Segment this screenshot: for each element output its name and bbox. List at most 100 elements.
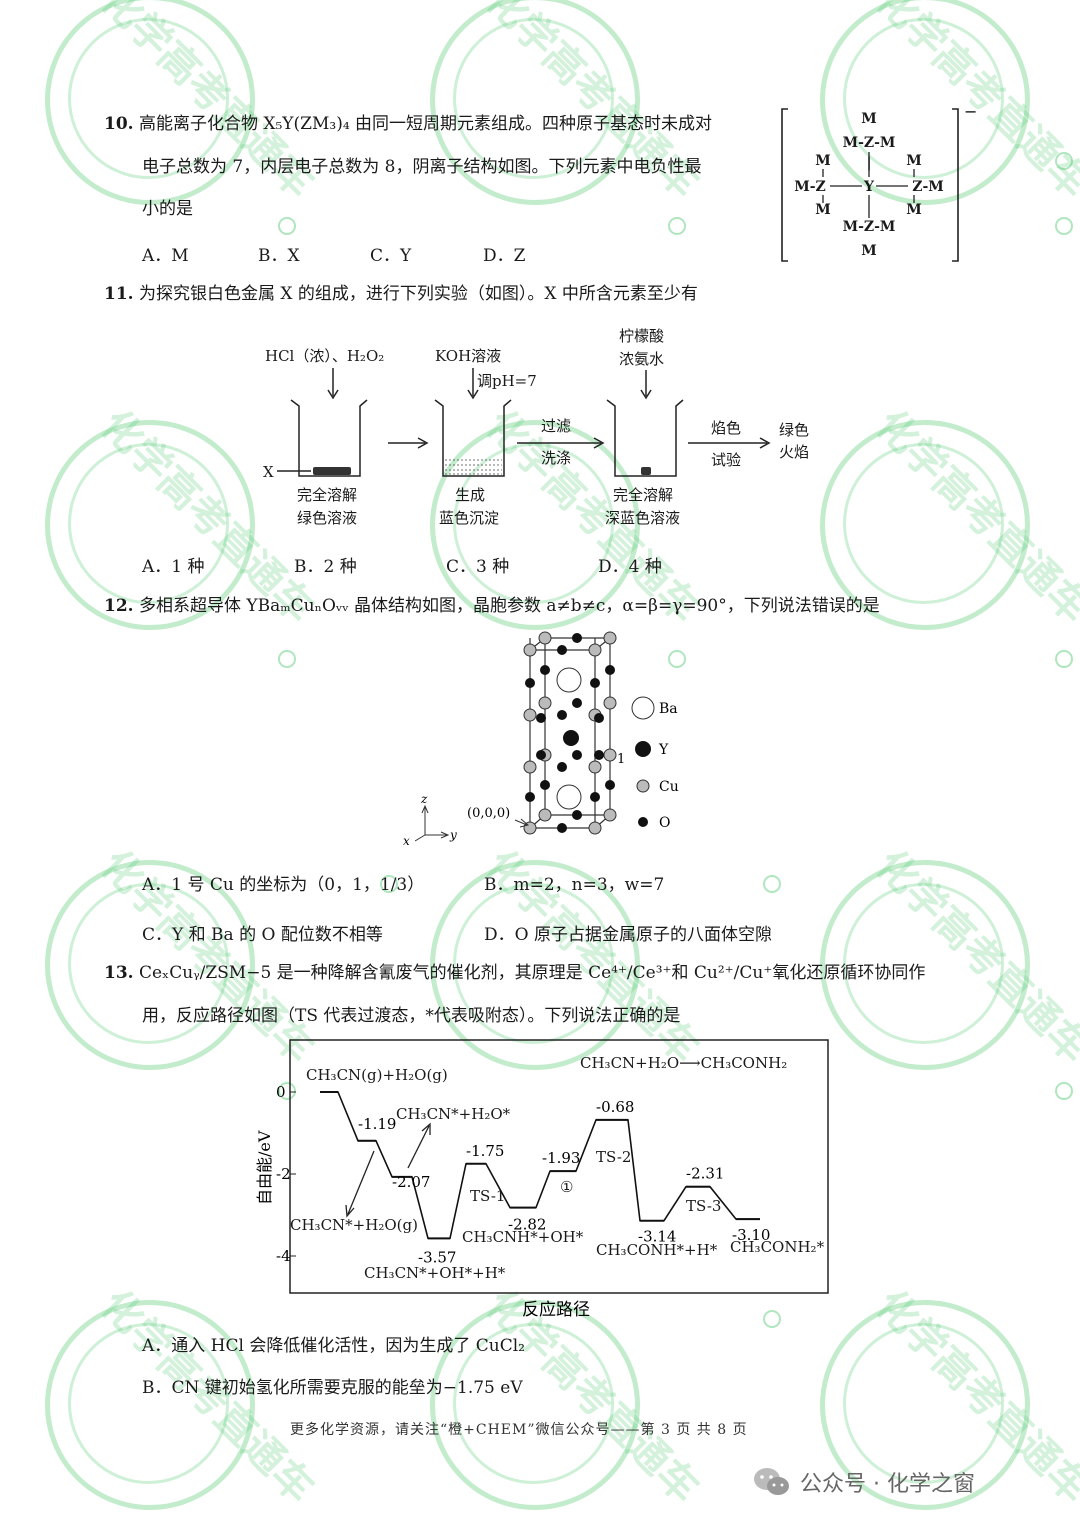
- question-number: 10.: [104, 114, 134, 134]
- legend-label: Cu: [659, 779, 679, 795]
- svg-text:Y: Y: [863, 179, 875, 195]
- question-number: 12.: [104, 596, 134, 616]
- step-label: 过滤: [541, 417, 571, 435]
- metal-x-label: X: [263, 463, 274, 481]
- energy-value-label: -2.82: [508, 1216, 546, 1234]
- species-label: CH₃CN*+H₂O(g): [290, 1216, 418, 1234]
- beaker-caption: 蓝色沉淀: [439, 509, 499, 527]
- species-label: CH₃CONH*+H*: [596, 1241, 718, 1259]
- option-a[interactable]: A．1 号 Cu 的坐标为（0，1，1/3）: [142, 875, 425, 895]
- energy-value-label: -3.57: [418, 1248, 456, 1266]
- legend: Ba Y Cu O: [631, 696, 679, 831]
- species-label: CH₃CN*+OH*+H*: [364, 1264, 506, 1282]
- option-d[interactable]: D．Z: [483, 246, 526, 266]
- wechat-account-label: 公众号 · 化学之窗: [800, 1472, 975, 1497]
- question-text: 多相系超导体 YBaₘCuₙOᵥᵥ 晶体结构如图，晶胞参数 a≠b≠c，α=β=…: [138, 596, 880, 616]
- result-label: 绿色: [779, 421, 809, 439]
- beaker-caption: 绿色溶液: [297, 509, 357, 527]
- y-tick-label: -4: [276, 1247, 291, 1265]
- ts-label: TS-3: [686, 1197, 721, 1215]
- anion-structure-diagram: − M M-Z-M | M M M-Z Y Z-M M M M-Z-M M: [781, 105, 977, 262]
- step-label: 洗涤: [541, 449, 571, 467]
- option-a[interactable]: A．通入 HCl 会降低催化活性，因为生成了 CuCl₂: [142, 1336, 525, 1356]
- option-b[interactable]: B．m=2，n=3，w=7: [484, 875, 665, 895]
- species-label: CH₃CN(g)+H₂O(g): [306, 1066, 448, 1084]
- option-d[interactable]: D．4 种: [598, 557, 662, 577]
- ba-atom: [556, 784, 582, 810]
- reagent-label: KOH溶液: [435, 347, 501, 365]
- question-number: 11.: [104, 284, 134, 304]
- option-a[interactable]: A．1 种: [142, 557, 205, 577]
- reagent-label: 柠檬酸: [619, 327, 664, 345]
- svg-text:M-Z-M: M-Z-M: [843, 219, 896, 235]
- energy-value-label: -3.10: [732, 1226, 770, 1244]
- svg-text:M: M: [906, 202, 922, 218]
- question-text-line: CeₓCuᵧ/ZSM−5 是一种降解含氰废气的催化剂，其原理是 Ce⁴⁺/Ce³…: [138, 963, 926, 983]
- wechat-badge: 公众号 · 化学之窗: [752, 1465, 975, 1499]
- step-label: 试验: [711, 451, 741, 469]
- option-b[interactable]: B．CN 键初始氢化所需要克服的能垒为−1.75 eV: [142, 1378, 523, 1398]
- y-tick-label: -2: [276, 1165, 291, 1183]
- question-text-line: 小的是: [142, 199, 193, 219]
- step-label: 焰色: [711, 419, 741, 437]
- x-axis-label: 反应路径: [522, 1300, 590, 1320]
- page-footer: 更多化学资源，请关注“橙+CHEM”微信公众号——第 3 页 共 8 页: [290, 1422, 748, 1438]
- svg-text:M: M: [861, 243, 877, 259]
- question-text-line: 电子总数为 7，内层电子总数为 8，阴离子结构如图。下列元素中电负性最: [142, 157, 702, 177]
- option-b[interactable]: B．X: [258, 246, 300, 266]
- y-atom: [563, 730, 579, 746]
- legend-label: Y: [658, 742, 669, 758]
- legend-label: O: [659, 815, 670, 831]
- crystal-structure-diagram: 1 (0,0,0) z x y Ba Y Cu O: [403, 631, 679, 848]
- energy-value-label: -1.93: [542, 1149, 580, 1167]
- reagent-label: HCl（浓）、H₂O₂: [265, 347, 384, 365]
- metal-sample: [313, 467, 351, 475]
- reagent-label: 调pH=7: [477, 372, 537, 390]
- step-marker: ①: [560, 1178, 573, 1196]
- svg-text:Z-M: Z-M: [912, 179, 944, 195]
- energy-value-label: -2.31: [686, 1165, 724, 1183]
- energy-value-label: -1.75: [466, 1142, 504, 1160]
- cu-index-label: 1: [617, 752, 625, 767]
- beaker-caption: 深蓝色溶液: [605, 509, 680, 527]
- y-tick-label: 0: [276, 1083, 286, 1101]
- precipitate-sample: [641, 467, 651, 475]
- wechat-icon: [754, 1468, 789, 1495]
- option-c[interactable]: C．3 种: [446, 557, 510, 577]
- option-c[interactable]: C．Y: [370, 246, 412, 266]
- energy-value-label: -0.68: [596, 1098, 634, 1116]
- question-text-line: 高能离子化合物 X₅Y(ZM₃)₄ 由同一短周期元素组成。四种原子基态时未成对: [138, 114, 713, 134]
- reaction-header: CH₃CN+H₂O⟶CH₃CONH₂: [580, 1054, 787, 1072]
- axis-label: z: [420, 792, 428, 806]
- y-axis-label: 自由能/eV: [255, 1130, 274, 1205]
- ts-label: TS-1: [470, 1187, 505, 1205]
- beaker-caption: 生成: [455, 486, 485, 504]
- svg-text:M-Z: M-Z: [794, 179, 826, 195]
- svg-text:M: M: [906, 153, 922, 169]
- species-label: CH₃CN*+H₂O*: [396, 1105, 511, 1123]
- question-text-line: 用，反应路径如图（TS 代表过渡态，*代表吸附态）。下列说法正确的是: [142, 1006, 681, 1026]
- axis-label: y: [449, 828, 457, 842]
- chart-frame: [289, 1039, 829, 1294]
- result-label: 火焰: [779, 443, 809, 461]
- ts-label: TS-2: [596, 1148, 631, 1166]
- species-label: CH₃CONH₂*: [730, 1238, 825, 1256]
- energy-profile-chart: 0-2-4 -1.19-2.07-3.57-1.75-2.82-1.93-0.6…: [255, 1039, 829, 1320]
- ba-atom: [556, 667, 582, 693]
- option-a[interactable]: A．M: [142, 246, 189, 266]
- legend-label: Ba: [659, 701, 678, 717]
- energy-value-label: -3.14: [638, 1228, 676, 1246]
- beaker-caption: 完全溶解: [613, 486, 673, 504]
- option-d[interactable]: D．O 原子占据金属原子的八面体空隙: [484, 925, 772, 945]
- svg-text:M: M: [815, 153, 831, 169]
- beaker-caption: 完全溶解: [297, 486, 357, 504]
- svg-text:M: M: [861, 111, 877, 127]
- option-b[interactable]: B．2 种: [294, 557, 357, 577]
- energy-value-label: -1.19: [358, 1115, 396, 1133]
- charge-label: −: [964, 105, 977, 121]
- option-c[interactable]: C．Y 和 Ba 的 O 配位数不相等: [142, 925, 383, 945]
- axis-label: x: [403, 834, 410, 848]
- experiment-flow-diagram: HCl（浓）、H₂O₂ KOH溶液 调pH=7 柠檬酸 浓氨水 X 过滤 洗涤 …: [263, 327, 809, 527]
- question-number: 13.: [104, 963, 134, 983]
- svg-text:M-Z-M: M-Z-M: [843, 135, 896, 151]
